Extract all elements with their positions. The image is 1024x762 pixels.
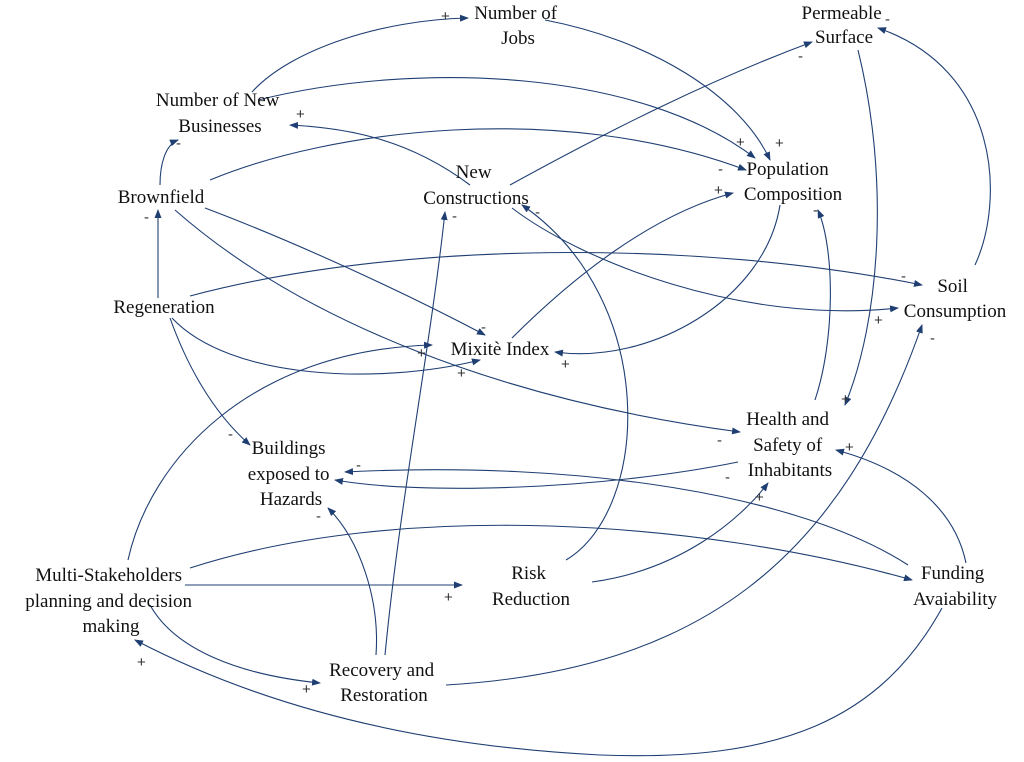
node-buildings-exposed-to-hazards: Buildings exposed to Hazards	[248, 438, 335, 510]
sign-plus: +	[841, 391, 850, 408]
edge-risk-to-newconstructions	[521, 204, 629, 561]
edge-regeneration-to-buildings	[169, 317, 251, 446]
edge-funding-to-buildings	[344, 468, 909, 566]
sign-minus: -	[228, 426, 233, 443]
sign-minus: -	[144, 209, 149, 226]
edge-health-to-buildings	[334, 461, 739, 489]
sign-plus: +	[444, 589, 453, 606]
sign-minus: -	[481, 319, 486, 336]
sign-plus: +	[845, 439, 854, 456]
sign-minus: -	[717, 432, 722, 449]
edge-population-to-mixite	[554, 204, 781, 357]
sign-minus: -	[535, 204, 540, 221]
edge-health-to-population	[814, 209, 831, 401]
polarity-sign-group: + - - + - + + - + - - - - - + - - + + + …	[137, 8, 935, 698]
sign-minus: -	[901, 268, 906, 285]
node-multi-stakeholders: Multi-Stakeholders planning and decision…	[25, 565, 197, 637]
edge-newconstructions-to-businesses	[289, 121, 471, 186]
edge-recovery-to-soil	[445, 324, 923, 686]
node-soil-consumption: Soil Consumption	[904, 276, 1007, 322]
node-number-of-new-businesses: Number of New Businesses	[156, 90, 284, 137]
sign-plus: +	[874, 312, 883, 329]
node-jobs: Number of Jobs	[474, 3, 562, 49]
sign-plus: +	[296, 106, 305, 123]
sign-plus: +	[755, 489, 764, 506]
sign-minus: -	[316, 508, 321, 525]
sign-minus: -	[813, 202, 818, 219]
node-group: Number of Jobs Permeable Surface Number …	[25, 3, 1006, 706]
sign-plus: +	[137, 654, 146, 671]
edge-newconstructions-to-permeable	[509, 41, 813, 186]
edge-recovery-to-buildings	[327, 507, 378, 656]
edge-multistakeholders-to-funding	[189, 524, 913, 582]
sign-plus: +	[417, 345, 426, 362]
sign-plus: +	[561, 356, 570, 373]
edge-businesses-to-population	[257, 77, 756, 159]
sign-plus: +	[736, 134, 745, 151]
sign-minus: -	[452, 208, 457, 225]
node-mixite-index: Mixitè Index	[451, 339, 550, 360]
sign-minus: -	[930, 330, 935, 347]
sign-minus: -	[176, 135, 181, 152]
edge-brownfield-to-population	[209, 128, 747, 181]
edge-brownfield-to-mixite	[204, 207, 486, 336]
sign-plus: +	[775, 135, 784, 152]
node-recovery-and-restoration: Recovery and Restoration	[329, 660, 439, 706]
edge-permeable-to-health	[844, 49, 878, 406]
sign-plus: +	[441, 8, 450, 25]
edge-multistakeholders-to-recovery	[149, 604, 321, 686]
edge-risk-to-health	[591, 482, 769, 583]
edge-brownfield-to-businesses	[159, 139, 179, 186]
sign-minus: -	[885, 11, 890, 28]
edge-regeneration-to-soil	[189, 251, 923, 297]
node-new-constructions: New Constructions	[423, 162, 529, 209]
edge-jobs-to-population	[544, 19, 771, 161]
edge-recovery-to-newconstructions	[384, 211, 448, 656]
node-population-composition: Population Composition	[744, 159, 843, 205]
node-health-and-safety: Health and Safety of Inhabitants	[746, 409, 834, 481]
sign-minus: -	[725, 469, 730, 486]
edge-soil-to-permeable	[877, 27, 991, 266]
edge-mixite-to-population	[511, 191, 734, 339]
edge-group	[127, 14, 991, 757]
sign-plus: +	[457, 365, 466, 382]
sign-plus: +	[302, 681, 311, 698]
sign-minus: -	[718, 161, 723, 178]
sign-plus: +	[714, 182, 723, 199]
node-funding-availability: Funding Avaiability	[913, 563, 998, 610]
edge-businesses-to-jobs	[251, 14, 469, 93]
edge-funding-to-multistakeholders	[134, 607, 943, 757]
sign-minus: -	[798, 48, 803, 65]
node-risk-reduction: Risk Reduction	[492, 563, 571, 610]
edge-multistakeholders-to-mixite	[127, 341, 433, 561]
edge-brownfield-to-health	[174, 209, 741, 435]
node-brownfield: Brownfield	[118, 187, 205, 208]
edge-regeneration-to-mixite	[171, 317, 481, 375]
sign-minus: -	[356, 457, 361, 474]
node-permeable-surface: Permeable Surface	[802, 3, 887, 48]
node-regeneration: Regeneration	[113, 297, 215, 318]
edge-newconstructions-to-soil	[511, 207, 899, 313]
